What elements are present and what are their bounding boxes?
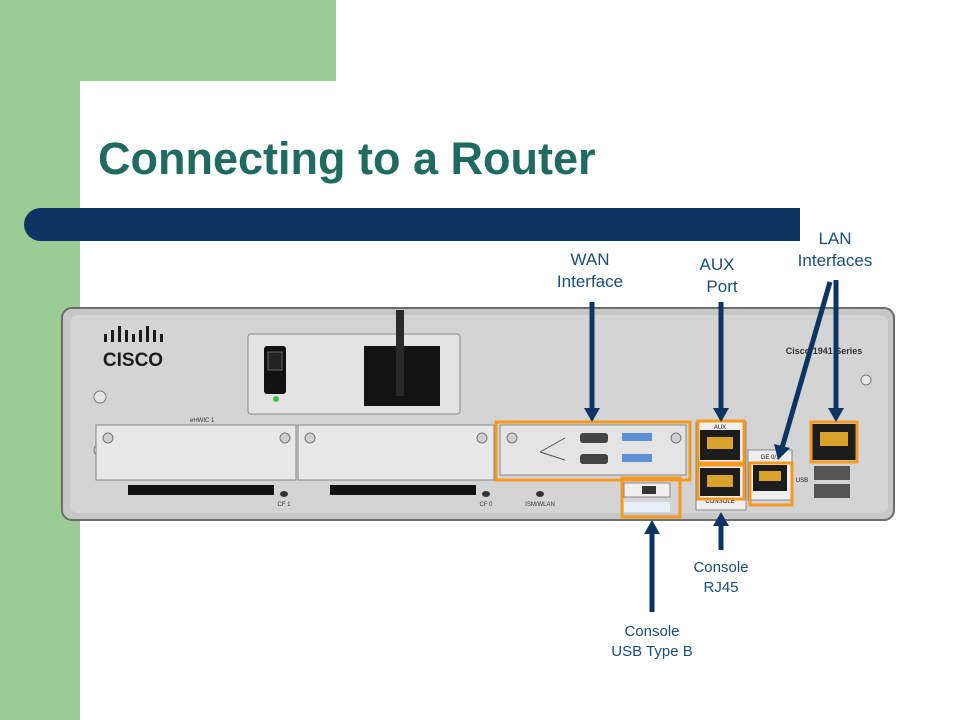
callout-aux-label: AUX Port (672, 254, 772, 298)
title-underline-bar (24, 208, 800, 241)
slide-title: Connecting to a Router (98, 133, 596, 184)
callout-aux-line1: AUX (699, 255, 735, 274)
lan-ports: GE 0/1 USB (747, 424, 856, 501)
callout-wan-line2: Interface (556, 272, 624, 291)
cf1-label: CF 1 (277, 502, 291, 508)
callout-console-usb-line1: Console (624, 623, 680, 640)
power-led (273, 396, 279, 402)
ge-label: GE 0/1 (761, 455, 780, 461)
compact-flash-slots: CF 1 CF 0 ISM/WLAN (128, 485, 555, 508)
brand-text: CISCO (103, 350, 163, 371)
aux-label: AUX (714, 425, 726, 431)
cisco-logo: CISCO (103, 326, 163, 371)
callout-lan-line2: Interfaces (797, 251, 873, 270)
callout-aux-line2: Port (706, 277, 738, 296)
callout-lan-line1: LAN (818, 229, 852, 248)
callout-console-rj45-label: Console RJ45 (671, 558, 771, 598)
cf0-label: CF 0 (479, 502, 493, 508)
arrow-lan-2 (779, 281, 833, 449)
callout-arrows (584, 280, 844, 612)
usb-port-1 (814, 466, 850, 480)
highlight-usb-console (620, 476, 682, 519)
highlight-boxes (494, 419, 859, 519)
wan-card (499, 424, 687, 476)
usb-port-2 (814, 484, 850, 498)
highlight-ge1 (748, 461, 794, 507)
usb-label: USB (796, 478, 808, 484)
ehwic-label: eHWIC 1 (190, 418, 215, 424)
console-label: CONSOLE (705, 499, 734, 505)
ism-label: ISM/WLAN (525, 502, 555, 508)
callout-wan-label: WAN Interface (540, 249, 640, 293)
highlight-console-rj45 (696, 463, 746, 501)
power-cable (396, 310, 404, 396)
highlight-wan (494, 420, 692, 482)
callout-console-usb-line2: USB Type B (611, 643, 693, 660)
highlight-ge0 (809, 420, 859, 464)
ground-icon (860, 374, 872, 386)
callout-console-rj45-line1: Console (693, 559, 749, 576)
power-switch-panel (247, 310, 461, 415)
callout-console-usb-label: Console USB Type B (582, 622, 722, 662)
ehwic-slots: eHWIC 1 (95, 418, 495, 481)
usb-console-port (623, 482, 671, 512)
model-label: Cisco 1941 Series (786, 346, 863, 356)
screw (93, 390, 107, 404)
callout-console-rj45-line2: RJ45 (703, 579, 739, 596)
callout-wan-line1: WAN (570, 250, 610, 269)
callout-lan-label: LAN Interfaces (780, 228, 890, 272)
